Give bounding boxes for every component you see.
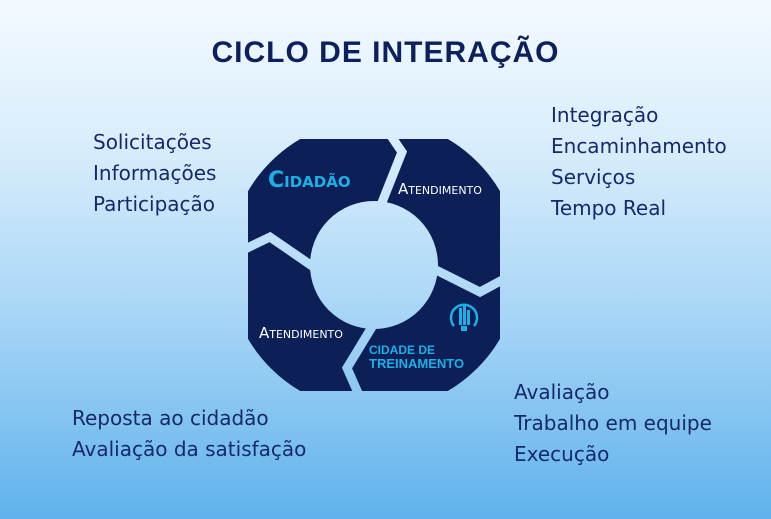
list-top-left: Solicitações Informações Participação	[93, 127, 216, 220]
list-item: Trabalho em equipe	[514, 411, 712, 435]
segment-cidade-treinamento: CIDADE DE TREINAMENTO	[369, 343, 465, 371]
segment-cidadao: Cidadão	[268, 168, 351, 193]
list-bottom-left: Reposta ao cidadão Avaliação da satisfaç…	[72, 403, 306, 465]
page-title: CICLO DE INTERAÇÃO	[211, 36, 560, 69]
list-item: Avaliação da satisfação	[72, 437, 307, 461]
list-item: Participação	[93, 192, 216, 216]
list-item: Informações	[93, 161, 217, 185]
list-top-right: Integração Encaminhamento Serviços Tempo…	[551, 100, 727, 224]
list-item: Encaminhamento	[551, 134, 727, 158]
list-item: Tempo Real	[551, 196, 667, 220]
list-item: Serviços	[551, 165, 636, 189]
list-item: Avaliação	[514, 380, 610, 404]
cidade-line2: TREINAMENTO	[369, 356, 465, 371]
list-item: Execução	[514, 442, 610, 466]
segment-atendimento-top: Atendimento	[398, 180, 482, 198]
cycle-ring	[228, 119, 520, 411]
list-item: Reposta ao cidadão	[72, 406, 269, 430]
list-item: Solicitações	[93, 130, 212, 154]
cidade-line1: CIDADE DE	[369, 343, 436, 357]
segment-atendimento-bottom: Atendimento	[259, 324, 343, 342]
list-item: Integração	[551, 103, 659, 127]
city-building-icon	[449, 303, 479, 331]
list-bottom-right: Avaliação Trabalho em equipe Execução	[514, 377, 712, 470]
